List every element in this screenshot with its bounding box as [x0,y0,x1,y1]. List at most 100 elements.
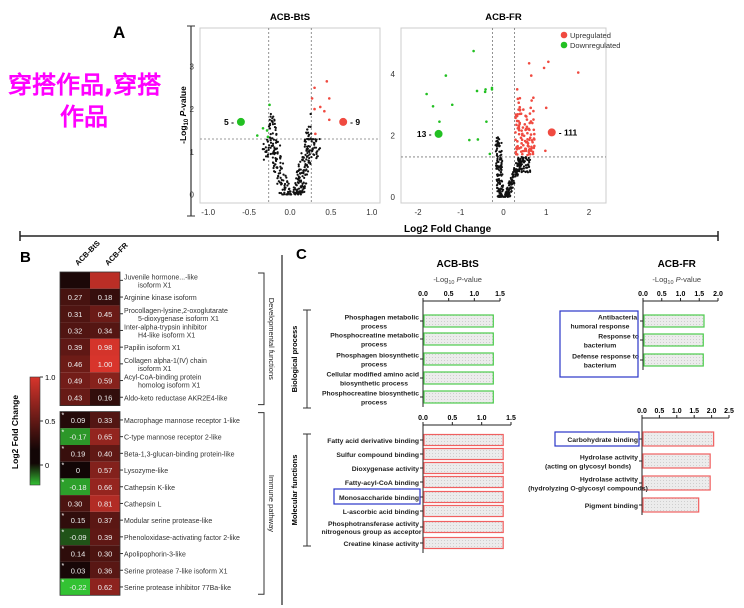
heatmap-cell [90,338,120,356]
neutral-point [281,162,285,165]
downregulated-point [261,127,265,130]
neutral-point [275,158,279,161]
neutral-point [499,173,502,176]
neutral-point [506,186,509,189]
neutral-point [311,148,314,151]
heatmap-row-label: C-type mannose receptor 2-like [124,435,222,442]
significance-star: * [62,463,65,470]
neutral-point [307,133,311,136]
upregulated-point [525,115,528,118]
neutral-point [305,131,308,134]
neutral-point [520,155,523,159]
heatmap-cell-value: 0.45 [98,310,113,319]
neutral-point [520,170,523,173]
upregulated-point [525,125,529,129]
go-bar [423,352,494,366]
neutral-point [520,163,523,166]
neutral-point [522,169,525,173]
x-tick-label: 0 [501,208,506,217]
neutral-point [294,193,297,196]
neutral-point [289,190,292,193]
neutral-point [279,161,282,164]
panel-label-a: A [113,23,125,42]
neutral-point [273,125,277,129]
neutral-point [519,157,522,160]
go-term-label: process [361,342,387,349]
neutral-point [271,120,274,123]
upregulated-point [517,132,521,136]
neutral-point [308,153,311,156]
upregulated-point [313,86,316,90]
neutral-point [504,191,507,194]
neutral-point [309,112,312,116]
neutral-point [280,191,283,195]
heatmap-cell [90,445,120,462]
neutral-point [304,143,307,146]
neutral-point [516,169,519,172]
go-term-label: Phosphagen biosynthetic [336,353,419,360]
neutral-point [308,150,311,153]
neutral-point [276,182,279,185]
neutral-point [496,183,499,186]
downregulated-count-marker [236,117,245,126]
heatmap-row-label: Serine protease 7-like isoform X1 [124,568,228,575]
upregulated-point [531,121,534,125]
neutral-point [518,162,521,165]
downregulated-point [450,103,454,107]
heatmap-cell [60,388,90,406]
go-term-label: Defense response to [572,354,639,361]
neutral-point [269,133,272,136]
upregulated-point [515,147,519,151]
group-bracket [258,412,265,595]
go-term-label: Sulfur compound binding [336,452,419,459]
neutral-point [495,173,499,176]
upregulated-point [516,127,520,130]
neutral-point [297,163,300,166]
neutral-point [496,155,499,158]
upregulated-point [529,133,533,136]
x-tick-label: 0.5 [325,208,337,217]
heatmap-cell [90,355,120,373]
significance-star: * [62,479,65,486]
heatmap-row-label: Cathepsin K-like [124,485,175,492]
heatmap-cell-value: 0.66 [98,483,113,492]
upregulated-point [528,138,531,142]
heatmap-cell [90,322,120,339]
neutral-point [271,123,275,126]
x-tick-label: -1.0 [201,208,215,217]
group-label: Immune pathway [267,475,276,532]
panel-label-c: C [296,246,307,263]
neutral-point [506,193,509,197]
upregulated-point [531,140,534,144]
neutral-point [499,171,503,174]
neutral-point [302,169,306,172]
upregulated-count: - 9 [350,117,360,127]
downregulated-point [431,104,435,108]
go-term-label: Monosaccharide binding [339,495,419,502]
go-term-label: Phosphocreatine biosynthetic [322,391,419,398]
upregulated-point [532,128,536,132]
neutral-point [286,180,289,184]
upregulated-point [327,97,331,100]
heatmap-cell-value: -0.22 [69,583,86,592]
neutral-point [303,176,306,179]
heatmap-cell-value: 0.62 [98,583,113,592]
heatmap-cell-value: 0.32 [68,326,83,335]
upregulated-point [542,66,546,70]
heatmap-cell [60,545,90,562]
go-term-label: process [361,324,387,331]
neutral-point [508,188,511,191]
neutral-point [271,132,274,135]
neutral-point [264,146,267,149]
x-axis-label: -Log10 P-value [652,275,701,286]
neutral-point [301,175,304,178]
heatmap-row-label: 5-dioxygenase isoform X1 [138,316,219,323]
heatmap-cell [60,511,90,529]
upregulated-point [519,112,523,115]
neutral-point [512,181,515,184]
x-tick-label: 2.0 [713,291,723,298]
